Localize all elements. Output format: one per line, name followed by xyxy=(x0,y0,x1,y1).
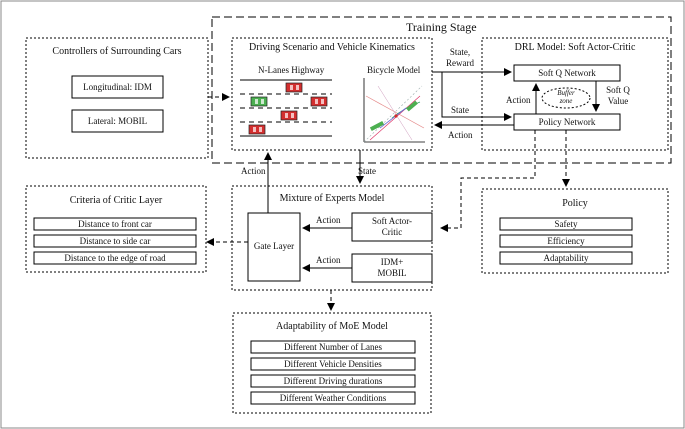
state-reward-label-2: Reward xyxy=(446,58,474,68)
ego-car xyxy=(250,96,268,107)
driving-scenario-box xyxy=(231,37,433,151)
critic-item-box-3 xyxy=(33,251,197,265)
adaptability-item-box-4 xyxy=(250,391,416,405)
buffer-zone-label-2: zone xyxy=(559,97,573,105)
edge-policy-to-sac xyxy=(440,130,536,232)
policy-item-box-3 xyxy=(499,251,633,265)
softq-value-label-1: Soft Q xyxy=(606,85,630,95)
driving-title: Driving Scenario and Vehicle Kinematics xyxy=(249,42,415,53)
critic-item-1: Distance to front car xyxy=(78,219,152,229)
sac-expert-label-2: Critic xyxy=(381,227,403,237)
adaptability-item-2: Different Vehicle Densities xyxy=(284,359,382,369)
policy-item-2: Efficiency xyxy=(547,236,585,246)
longitudinal-box xyxy=(71,75,164,99)
sac-expert-label-1: Soft Actor- xyxy=(371,216,413,226)
state-reward-label-1: State, xyxy=(449,47,471,57)
policy-item-3: Adaptability xyxy=(543,253,589,263)
policy-item-box-2 xyxy=(499,234,633,248)
other-car-4 xyxy=(248,124,266,135)
critic-box xyxy=(25,185,207,273)
adaptability-box xyxy=(232,312,432,414)
training-stage-title: Training Stage xyxy=(406,20,477,34)
training-stage-frame xyxy=(211,16,672,164)
policy-box xyxy=(481,188,669,274)
moe-title: Mixture of Experts Model xyxy=(279,193,385,204)
bicycle-label: Bicycle Model xyxy=(367,65,421,75)
policy-item-1: Safety xyxy=(554,219,578,229)
policy-network-label: Policy Network xyxy=(538,117,596,127)
critic-item-2: Distance to side car xyxy=(79,236,151,246)
lateral-label: Lateral: MOBIL xyxy=(87,116,148,126)
longitudinal-label: Longitudinal: IDM xyxy=(83,82,152,92)
adaptability-item-box-3 xyxy=(250,374,416,388)
lateral-box xyxy=(71,109,164,133)
action-idm-label: Action xyxy=(316,255,341,265)
state-env-to-moe-label: State xyxy=(358,166,376,176)
gate-layer-box xyxy=(247,212,301,282)
softq-value-label-2: Value xyxy=(607,96,629,106)
idm-expert-label-2: MOBIL xyxy=(377,268,407,278)
sac-expert-box xyxy=(351,212,433,242)
policy-title: Policy xyxy=(562,198,588,209)
critic-item-box-1 xyxy=(33,217,197,231)
critic-item-3: Distance to the edge of road xyxy=(64,253,166,263)
buffer-zone-ellipse xyxy=(541,87,591,109)
adaptability-item-4: Different Weather Conditions xyxy=(279,393,387,403)
controllers-title: Controllers of Surrounding Cars xyxy=(52,46,182,57)
idm-expert-box xyxy=(351,253,433,283)
adaptability-item-1: Different Number of Lanes xyxy=(283,342,383,352)
critic-title: Criteria of Critic Layer xyxy=(69,195,163,206)
controllers-box xyxy=(25,37,209,159)
other-car-1 xyxy=(285,82,303,93)
action-sac-label: Action xyxy=(316,215,341,225)
other-car-2 xyxy=(310,96,328,107)
action-to-env-label: Action xyxy=(448,130,473,140)
action-policy-to-q-label: Action xyxy=(506,95,531,105)
other-car-3 xyxy=(280,110,298,121)
idm-expert-label-1: IDM+ xyxy=(380,257,404,267)
policy-network-box xyxy=(513,113,621,131)
policy-item-box-1 xyxy=(499,217,633,231)
adaptability-item-box-2 xyxy=(250,357,416,371)
soft-q-box xyxy=(513,64,621,82)
critic-item-box-2 xyxy=(33,234,197,248)
action-moe-to-env-label: Action xyxy=(241,166,266,176)
adaptability-item-box-1 xyxy=(250,340,416,354)
gate-layer-label: Gate Layer xyxy=(253,241,295,251)
adaptability-title: Adaptability of MoE Model xyxy=(276,321,388,332)
state-to-policy-label: State xyxy=(451,105,469,115)
bicycle-model-sketch xyxy=(363,78,425,143)
edge-state-to-policy xyxy=(441,72,512,121)
drl-title: DRL Model: Soft Actor-Critic xyxy=(514,42,636,53)
drl-box xyxy=(481,37,669,151)
adaptability-item-3: Different Driving durations xyxy=(283,376,383,386)
highway-label: N-Lanes Highway xyxy=(258,65,325,75)
soft-q-label: Soft Q Network xyxy=(538,68,596,78)
buffer-zone-label-1: Buffer xyxy=(557,89,575,97)
